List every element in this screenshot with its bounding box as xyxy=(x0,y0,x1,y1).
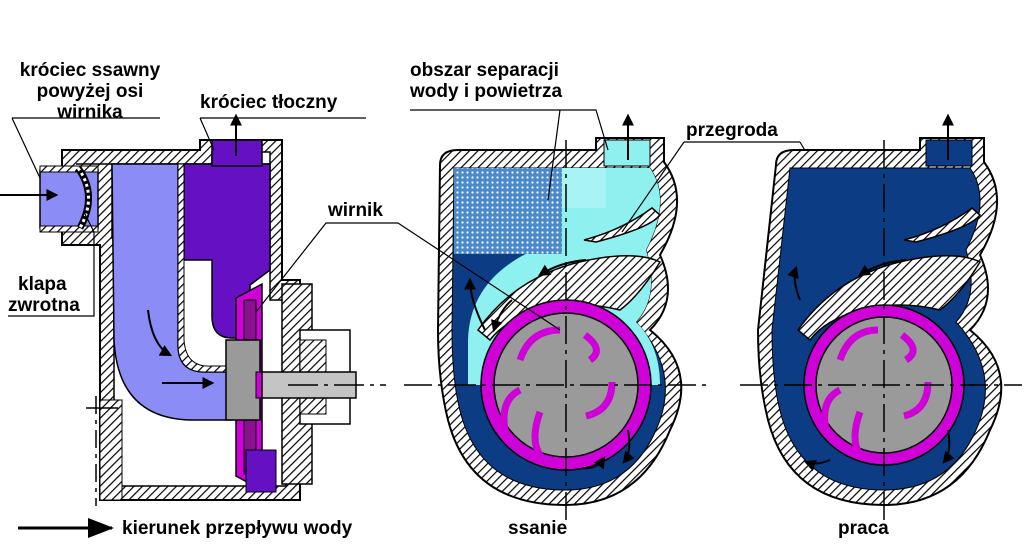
suction-baffle xyxy=(583,207,662,243)
label-line: klapa xyxy=(18,274,67,295)
operation-baffle xyxy=(903,207,982,243)
label-line: wody i powietrza xyxy=(410,81,563,102)
label-legend: kierunek przepływu wody xyxy=(122,518,353,539)
leader-valve xyxy=(8,211,95,317)
label-line: powyżej osi xyxy=(36,81,144,102)
label-separation-area: obszar separacji wody i powietrza xyxy=(410,60,562,102)
label-suction-nozzle: króciec ssawny powyżej osi wirnika xyxy=(6,60,174,123)
label-discharge-nozzle: króciec tłoczny xyxy=(200,92,338,113)
pump-operation-state xyxy=(740,113,1022,520)
label-baffle: przegroda xyxy=(686,120,778,141)
label-impeller: wirnik xyxy=(328,200,383,221)
label-line: obszar separacji xyxy=(410,60,559,81)
label-line: wirnika xyxy=(57,102,123,123)
leader-impeller xyxy=(255,222,398,313)
separation-area xyxy=(454,168,562,254)
legend xyxy=(18,518,114,538)
label-suction-state: ssanie xyxy=(508,518,568,539)
side-hub xyxy=(225,339,261,421)
label-check-valve: klapa zwrotna xyxy=(8,274,80,316)
label-operation-state: praca xyxy=(838,518,889,539)
label-line: króciec ssawny xyxy=(19,60,161,81)
leader-separation xyxy=(410,109,609,151)
label-line: zwrotna xyxy=(8,295,80,316)
side-section-pump xyxy=(0,113,386,506)
